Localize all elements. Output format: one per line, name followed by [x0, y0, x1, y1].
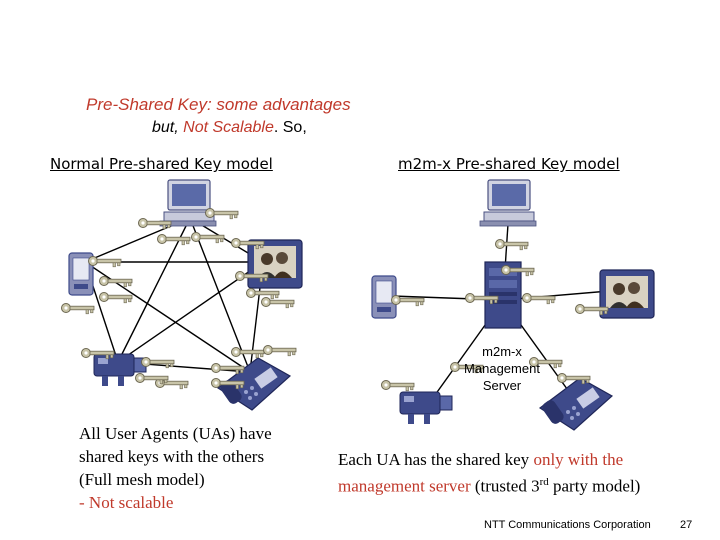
left-caption-line4: - Not scalable: [79, 493, 174, 512]
server-label-line3: Server: [482, 378, 522, 393]
subheadline-highlight: Not Scalable: [183, 119, 274, 136]
left-caption-line2: shared keys with the others: [79, 447, 265, 466]
right-panel-caption: Each UA has the shared key only with the…: [338, 448, 718, 498]
headline: Pre-Shared Key: some advantages: [86, 95, 351, 114]
footer-company: NTT Communications Corporation: [484, 519, 651, 531]
right-caption-line2: management server (trusted 3rd party mod…: [338, 471, 718, 498]
page-number: 27: [680, 519, 693, 531]
right-caption-prefix: Each UA has the shared key: [338, 450, 534, 469]
right-caption-suffix: party model): [548, 476, 641, 496]
left-caption-line1: All User Agents (UAs) have: [79, 424, 272, 443]
right-caption-sup: rd: [539, 476, 549, 488]
left-caption-line3: (Full mesh model): [79, 470, 205, 489]
left-panel-caption: All User Agents (UAs) have shared keys w…: [79, 422, 329, 514]
left-computer-icon: [159, 179, 217, 227]
right-caption-line1: Each UA has the shared key only with the: [338, 448, 718, 471]
subheadline-prefix: but,: [152, 119, 184, 136]
right-caption-highlight-1: only with the: [533, 450, 624, 469]
subheadline: but, Not Scalable. So,: [152, 119, 307, 137]
right-caption-middle: (trusted 3: [470, 476, 540, 496]
server-label-line1: m2m-x: [482, 344, 522, 359]
right-caption-highlight-2: management server: [338, 476, 471, 496]
right-computer-icon: [479, 179, 537, 227]
left-panel-heading: Normal Pre-shared Key model: [50, 155, 273, 173]
subheadline-suffix: . So,: [273, 119, 307, 136]
management-server-label: m2m-x Management Server: [448, 343, 556, 394]
right-camera-icon: [399, 391, 453, 425]
server-label-line2: Management: [464, 361, 540, 376]
right-panel-heading: m2m-x Pre-shared Key model: [398, 155, 620, 173]
